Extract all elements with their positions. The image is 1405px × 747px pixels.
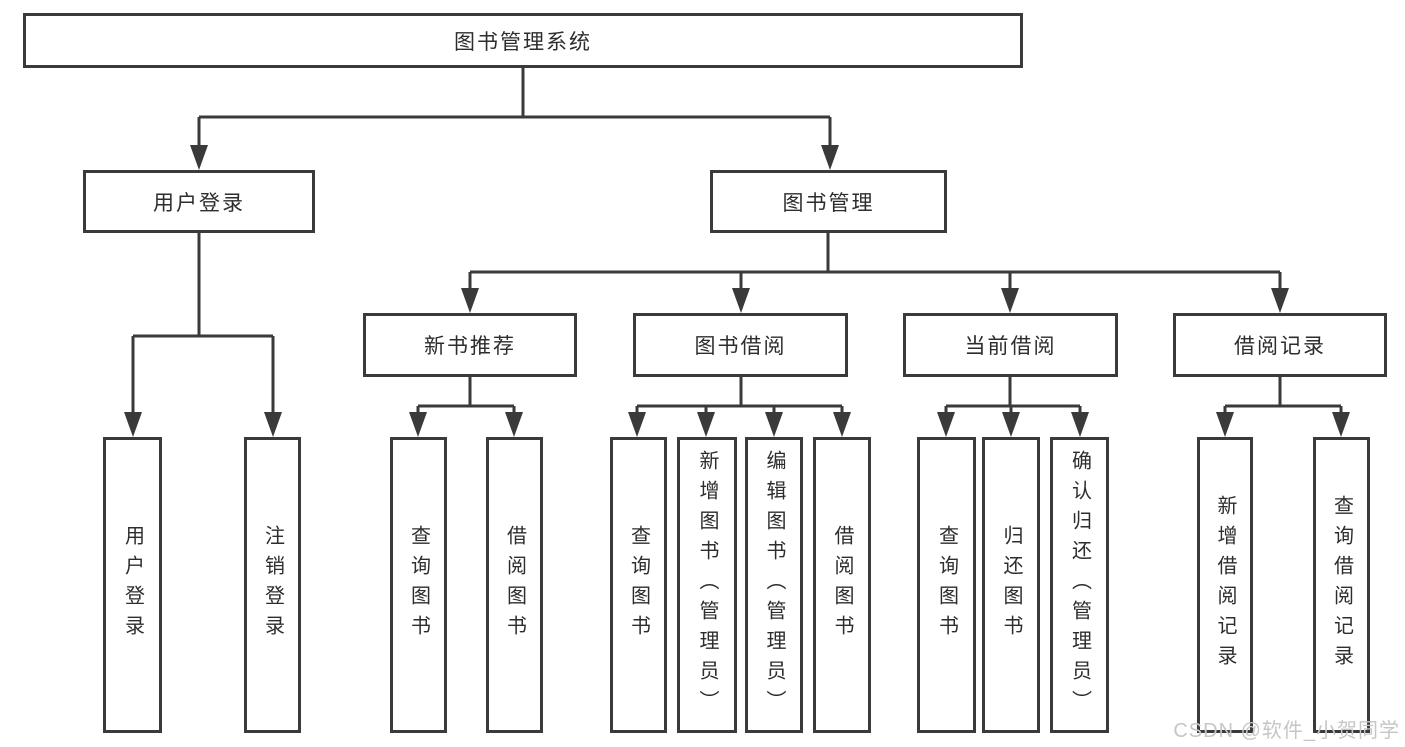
node-borrow-records: 借阅记录 — [1173, 313, 1387, 377]
leaf-add-book-admin: 新增图书（管理员） — [677, 437, 737, 733]
node-book-mgmt: 图书管理 — [710, 170, 947, 233]
leaf-add-borrow-record: 新增借阅记录 — [1197, 437, 1253, 733]
node-book-mgmt-label: 图书管理 — [782, 191, 875, 215]
connector-root-to-level2 — [190, 68, 839, 170]
leaf-edit-book-admin-label: 编辑图书（管理员） — [763, 450, 785, 720]
leaf-borrow-books-rec-label: 借阅图书 — [503, 525, 526, 645]
leaf-borrow-books-rec: 借阅图书 — [486, 437, 543, 733]
leaf-logout: 注销登录 — [244, 437, 301, 733]
node-user-login: 用户登录 — [83, 170, 315, 233]
node-root-label: 图书管理系统 — [454, 30, 592, 54]
leaf-query-books-rec: 查询图书 — [390, 437, 447, 733]
leaf-confirm-return-admin-label: 确认归还（管理员） — [1068, 450, 1091, 720]
connector-new-book-to-leaves — [409, 377, 523, 437]
connector-book-mgmt-to-level3 — [461, 233, 1289, 313]
connector-borrow-records-to-leaves — [1216, 377, 1350, 437]
leaf-query-borrow-record: 查询借阅记录 — [1313, 437, 1370, 733]
leaf-query-books-borrow: 查询图书 — [610, 437, 667, 733]
leaf-query-borrow-record-label: 查询借阅记录 — [1330, 495, 1353, 675]
leaf-query-books-current: 查询图书 — [917, 437, 976, 733]
leaf-borrow-books-label: 借阅图书 — [831, 525, 853, 645]
leaf-query-books-borrow-label: 查询图书 — [627, 525, 650, 645]
csdn-watermark: CSDN @软件_小贺同学 — [1173, 720, 1400, 742]
leaf-return-book: 归还图书 — [982, 437, 1040, 733]
leaf-return-book-label: 归还图书 — [1000, 525, 1022, 645]
node-borrow-records-label: 借阅记录 — [1234, 335, 1326, 358]
connector-book-borrow-to-leaves — [628, 377, 851, 437]
leaf-user-login: 用户登录 — [103, 437, 162, 733]
node-book-borrow: 图书借阅 — [633, 313, 848, 377]
node-new-book-rec-label: 新书推荐 — [424, 335, 516, 358]
node-current-borrow-label: 当前借阅 — [964, 335, 1057, 358]
leaf-query-books-rec-label: 查询图书 — [407, 525, 430, 645]
node-user-login-label: 用户登录 — [153, 191, 245, 215]
leaf-confirm-return-admin: 确认归还（管理员） — [1050, 437, 1109, 733]
node-new-book-rec: 新书推荐 — [363, 313, 577, 377]
leaf-add-borrow-record-label: 新增借阅记录 — [1214, 495, 1236, 675]
leaf-edit-book-admin: 编辑图书（管理员） — [745, 437, 803, 733]
node-root: 图书管理系统 — [23, 13, 1023, 68]
leaf-logout-label: 注销登录 — [261, 525, 284, 645]
leaf-user-login-label: 用户登录 — [121, 525, 144, 645]
connector-user-login-to-leaves — [124, 233, 282, 437]
leaf-borrow-books: 借阅图书 — [813, 437, 871, 733]
node-current-borrow: 当前借阅 — [903, 313, 1118, 377]
leaf-add-book-admin-label: 新增图书（管理员） — [696, 450, 718, 720]
leaf-query-books-current-label: 查询图书 — [935, 525, 958, 645]
connector-current-borrow-to-leaves — [937, 377, 1089, 437]
node-book-borrow-label: 图书借阅 — [694, 335, 787, 358]
